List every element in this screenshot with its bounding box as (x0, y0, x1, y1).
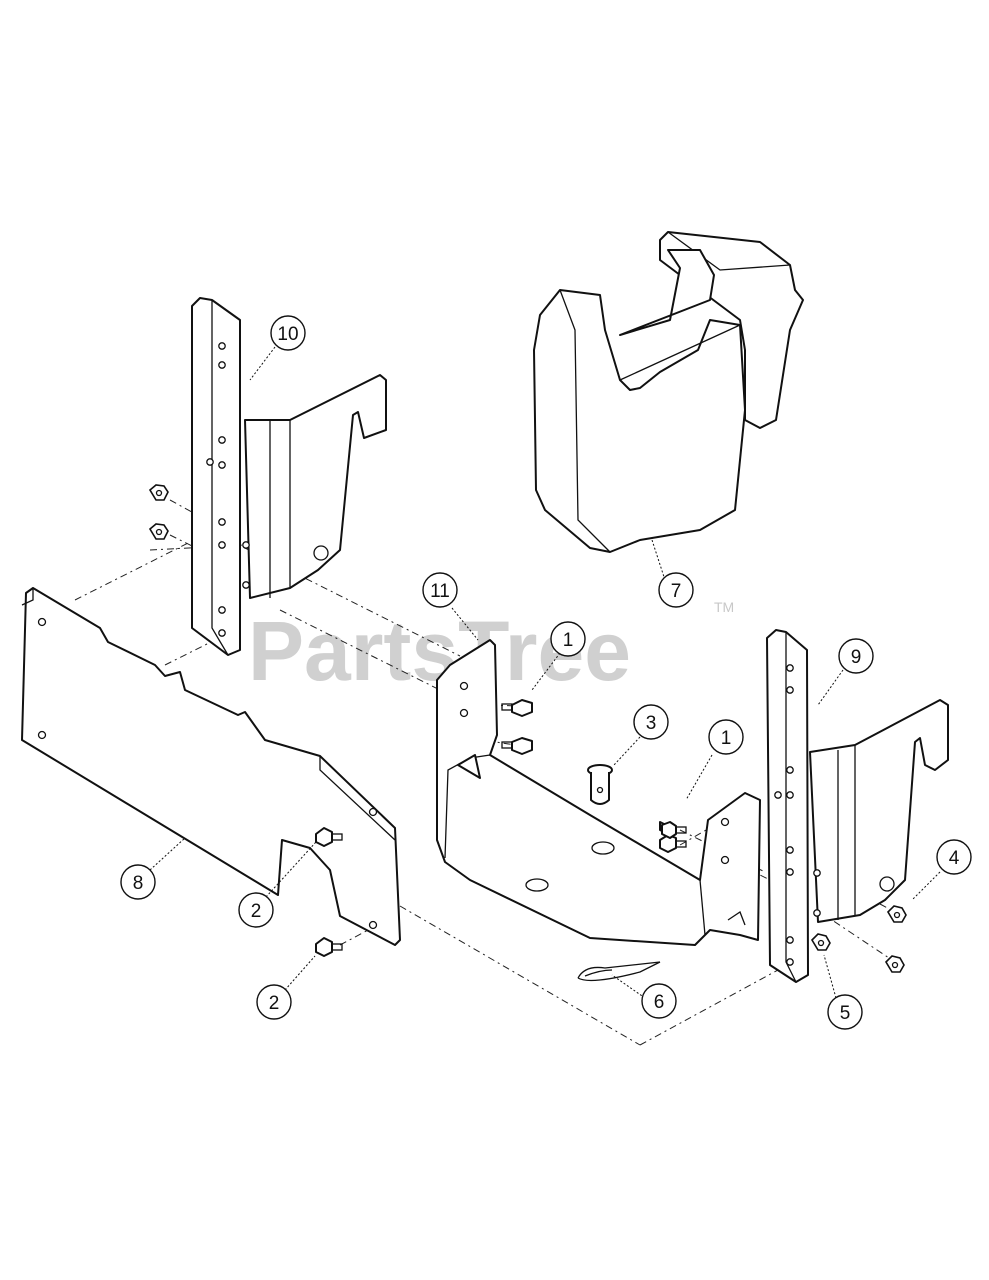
callout-1-left[interactable]: 1 (550, 621, 586, 657)
callout-8[interactable]: 8 (120, 864, 156, 900)
nut-left-upper (148, 484, 169, 501)
weight-bracket (436, 639, 761, 946)
nut-left-lower (148, 523, 169, 540)
callout-2-upper[interactable]: 2 (238, 892, 274, 928)
callout-4[interactable]: 4 (936, 839, 972, 875)
suitcase-weight (533, 231, 804, 553)
svg-text:2: 2 (251, 901, 262, 922)
nut-right-bracket (810, 933, 831, 951)
svg-text:1: 1 (563, 630, 574, 651)
svg-text:10: 10 (277, 324, 298, 345)
callout-5[interactable]: 5 (827, 994, 863, 1030)
svg-text:3: 3 (646, 713, 657, 734)
svg-text:11: 11 (430, 581, 450, 602)
svg-text:5: 5 (840, 1003, 851, 1024)
callout-3[interactable]: 3 (633, 704, 669, 740)
callout-2-lower[interactable]: 2 (256, 984, 292, 1020)
leader-lines (149, 346, 941, 999)
bolt-lower-left (501, 737, 533, 755)
callout-7[interactable]: 7 (658, 572, 694, 608)
front-left-mounting-bracket (191, 297, 387, 656)
bolt-plate-lower (315, 937, 343, 957)
front-plate (21, 587, 401, 946)
svg-text:1: 1 (721, 728, 732, 749)
bolt-upper-left (501, 699, 533, 717)
callout-9[interactable]: 9 (838, 638, 874, 674)
hairpin-clip (577, 961, 661, 982)
bolt-lower-right (659, 821, 687, 839)
svg-text:9: 9 (851, 647, 862, 668)
bolt-plate-upper (315, 827, 343, 847)
clevis-pin (587, 764, 613, 805)
nut-right-upper (886, 905, 907, 923)
svg-text:7: 7 (671, 581, 682, 602)
svg-text:8: 8 (133, 873, 144, 894)
svg-text:2: 2 (269, 993, 280, 1014)
svg-text:4: 4 (949, 848, 960, 869)
callout-6[interactable]: 6 (641, 983, 677, 1019)
nut-right-lower (884, 955, 905, 973)
svg-text:6: 6 (654, 992, 665, 1013)
callout-1-right[interactable]: 1 (708, 719, 744, 755)
front-right-mounting-bracket (766, 629, 949, 983)
watermark-trademark: TM (714, 599, 734, 615)
callout-10[interactable]: 10 (270, 315, 306, 351)
callout-11[interactable]: 11 (422, 572, 458, 608)
